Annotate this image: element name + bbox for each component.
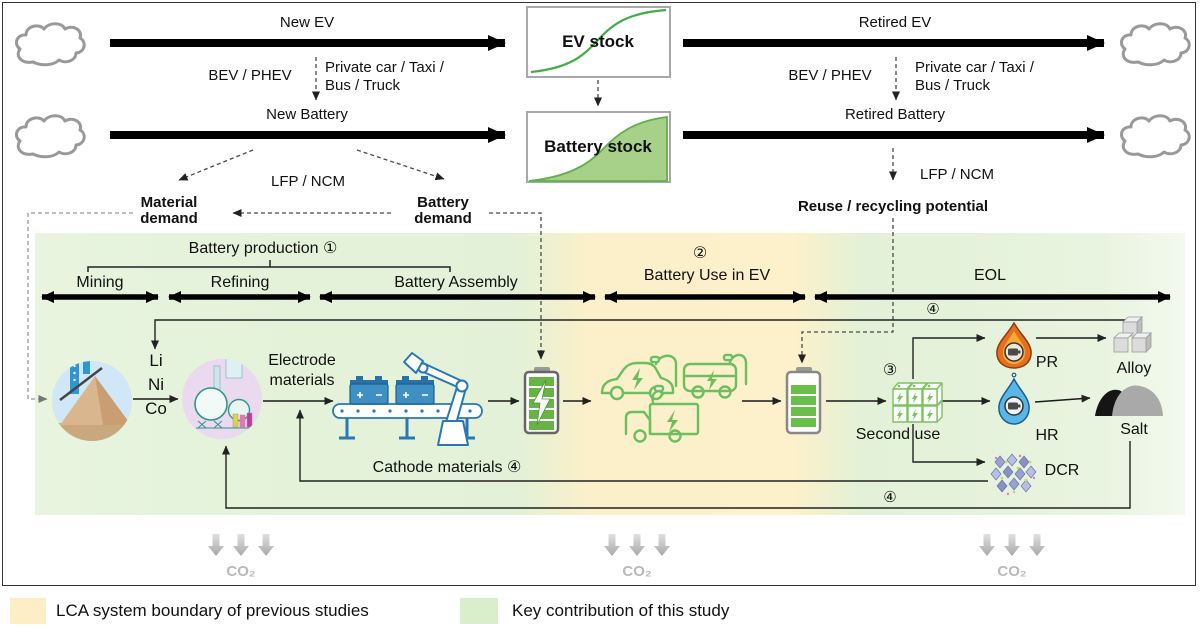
droplet-icon [998,372,1030,425]
to-dcr-line [912,424,986,466]
pr-label: PR [1035,354,1059,371]
salt-label: Salt [1120,421,1148,438]
cathode-materials-label: Cathode materials ④ [372,459,522,476]
ev-car-icon [600,354,678,401]
alloy-salt-return-line [222,441,1131,509]
material-demand-label: Material demand [140,194,198,227]
conveyor-icon [332,403,483,440]
figure-border [2,2,1196,586]
legend-previous-studies-label: LCA system boundary of previous studies [56,601,369,620]
co2-down-arrows-icon [208,534,274,556]
ev-stock-box [526,6,671,78]
battery-retired-icon [785,367,822,435]
cloud-icon [14,22,86,67]
battery-full-icon [523,367,560,435]
flame-icon [996,321,1032,369]
mining-phase-label: Mining [76,274,124,291]
ev-truck-icon [624,384,700,443]
new-battery-label: New Battery [266,106,348,123]
eol-phase-label: EOL [973,267,1007,284]
battery-production-bracket [87,260,451,272]
robot-arm-icon [403,352,469,446]
phase4-number-top: ④ [926,301,940,318]
electrode-materials-label: Electrode materials [268,352,336,389]
reuse-recycling-label: Reuse / recycling potential [797,198,989,215]
co2-label-use: CO₂ [622,563,652,580]
cathode-material-line [296,409,988,482]
battery-assembly-phase-label: Battery Assembly [394,274,518,291]
battery-use-phase-label: Battery Use in EV [643,267,771,284]
battery-demand-label: Battery demand [414,194,472,227]
phase4-number-bottom: ④ [883,489,897,506]
dcr-label: DCR [1044,462,1080,479]
co2-label-production: CO₂ [226,563,256,580]
cloud-icon [1119,22,1191,67]
flow-arrows [110,35,1105,143]
phase2-number: ② [692,245,708,262]
battery-stock-curve [528,115,668,182]
second-use-label: Second use [855,426,941,443]
battery-stock-label: Battery stock [544,137,652,156]
retired-battery-label: Retired Battery [844,106,946,123]
refining-phase-label: Refining [210,274,270,291]
system-boundary-dashed [27,212,133,403]
cloud-icon [1119,114,1191,159]
legend-key-contribution-label: Key contribution of this study [512,601,730,620]
refinery-icon [182,359,262,439]
second-use-number: ③ [882,362,898,379]
ev-bus-icon [682,353,748,399]
ev-stock-curve [530,8,667,74]
ev-stock-label: EV stock [562,32,634,51]
recycling-feedback-lines [151,319,1131,509]
to-pr-line [912,334,986,379]
vehicle-types-label-right: Private car / Taxi / Bus / Truck [915,59,1034,94]
bev-phev-label-left: BEV / PHEV [208,67,292,84]
dashed-connectors [27,57,900,403]
second-use-modules-icon [892,382,943,423]
lfp-ncm-label-left: LFP / NCM [271,173,345,190]
ev-fleet-icon [600,353,748,443]
li-ni-co-label: Li Ni Co [145,351,167,418]
lfp-ncm-label-right: LFP / NCM [920,166,994,183]
legend-swatch-previous-studies [10,598,46,624]
process-arrows [133,334,1107,405]
battery-pack-on-belt-icon [349,376,435,405]
co2-down-arrows-icon [604,534,670,556]
hr-label: HR [1035,427,1059,444]
co2-down-arrows-icon [979,534,1045,556]
battery-production-label: Battery production ① [188,240,338,257]
battery-stock-box [526,111,671,183]
mining-icon [52,361,132,441]
recycled-metal-line [151,319,1131,350]
vehicle-types-label-left: Private car / Taxi / Bus / Truck [325,59,444,94]
legend-swatch-key-contribution [460,598,498,624]
bev-phev-label-right: BEV / PHEV [788,67,872,84]
salt-piles-icon [1095,385,1163,416]
crystal-lattice-icon [990,453,1037,496]
cloud-icon [14,114,86,159]
alloy-label: Alloy [1116,360,1152,377]
alloy-cubes-icon [1113,316,1152,353]
new-ev-label: New EV [279,14,335,31]
retired-ev-label: Retired EV [858,14,932,31]
co2-label-eol: CO₂ [997,563,1027,580]
